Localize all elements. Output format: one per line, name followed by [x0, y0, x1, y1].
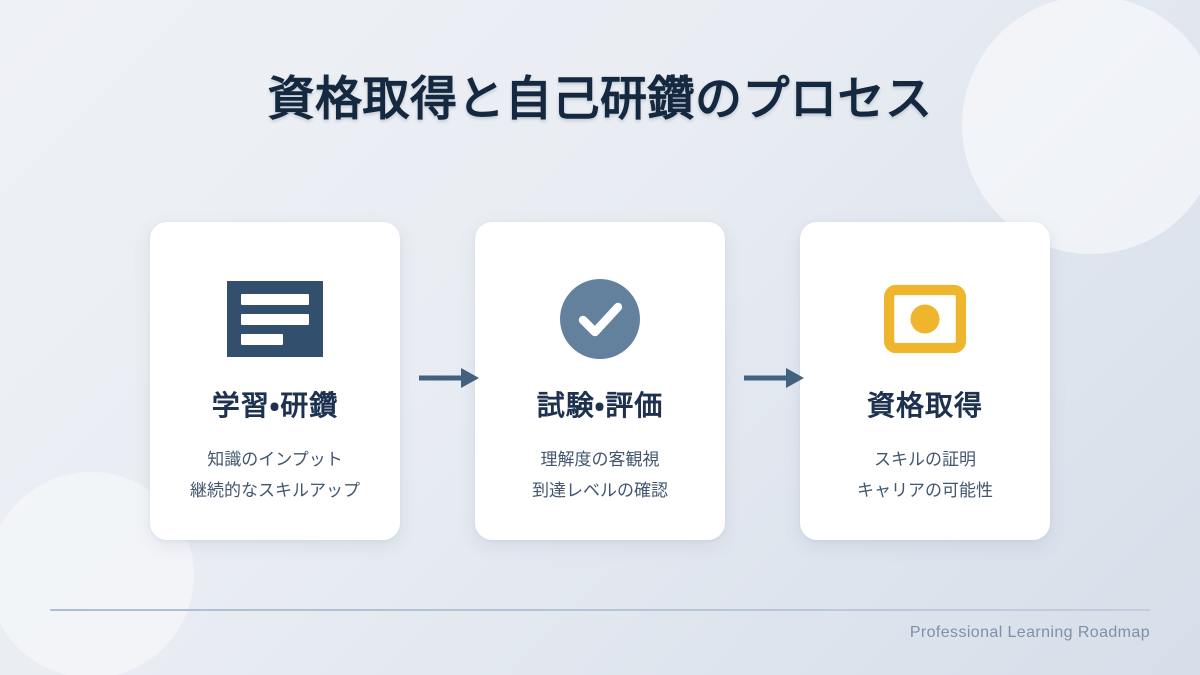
- slide-title: 資格取得と自己研鑽のプロセス: [267, 72, 933, 125]
- step-3-description: スキルの証明 キャリアの可能性: [857, 444, 993, 507]
- arrow-right-icon-2: [744, 368, 804, 388]
- process-steps-row: 学習・研鑽 知識のインプット 継続的なスキルアップ 試験・評価 理解度の客観視 …: [150, 222, 1050, 540]
- process-step-card-1[interactable]: 学習・研鑽 知識のインプット 継続的なスキルアップ: [150, 222, 400, 540]
- step-1-description-line-2: 継続的なスキルアップ: [190, 481, 360, 501]
- process-step-card-3[interactable]: 資格取得 スキルの証明 キャリアの可能性: [800, 222, 1050, 540]
- certificate-seal-icon: [884, 284, 966, 354]
- step-3-title: 資格取得: [866, 390, 983, 421]
- step-2-icon-wrap: [559, 278, 641, 360]
- step-1-icon-wrap: [227, 278, 323, 360]
- step-2-description-line-2: 到達レベルの確認: [532, 481, 668, 501]
- document-line-3: [241, 333, 283, 345]
- step-3-description-line-2: キャリアの可能性: [857, 481, 993, 501]
- document-line-2: [241, 313, 309, 325]
- step-1-description: 知識のインプット 継続的なスキルアップ: [190, 444, 360, 507]
- step-3-description-line-1: スキルの証明: [874, 450, 976, 469]
- step-1-title: 学習・研鑽: [211, 390, 339, 421]
- step-3-icon-wrap: [884, 278, 966, 360]
- document-lines-icon: [227, 281, 323, 357]
- footer-divider: [50, 609, 1150, 611]
- step-2-description: 理解度の客観視 到達レベルの確認: [532, 444, 668, 507]
- step-1-description-line-1: 知識のインプット: [207, 450, 343, 469]
- document-line-1: [241, 293, 309, 305]
- arrow-right-icon-1: [419, 368, 479, 388]
- process-step-card-2[interactable]: 試験・評価 理解度の客観視 到達レベルの確認: [475, 222, 725, 540]
- check-circle-icon: [560, 279, 640, 359]
- step-2-description-line-1: 理解度の客観視: [540, 450, 660, 469]
- footer-label: Professional Learning Roadmap: [909, 624, 1150, 641]
- step-2-title: 試験・評価: [536, 390, 664, 421]
